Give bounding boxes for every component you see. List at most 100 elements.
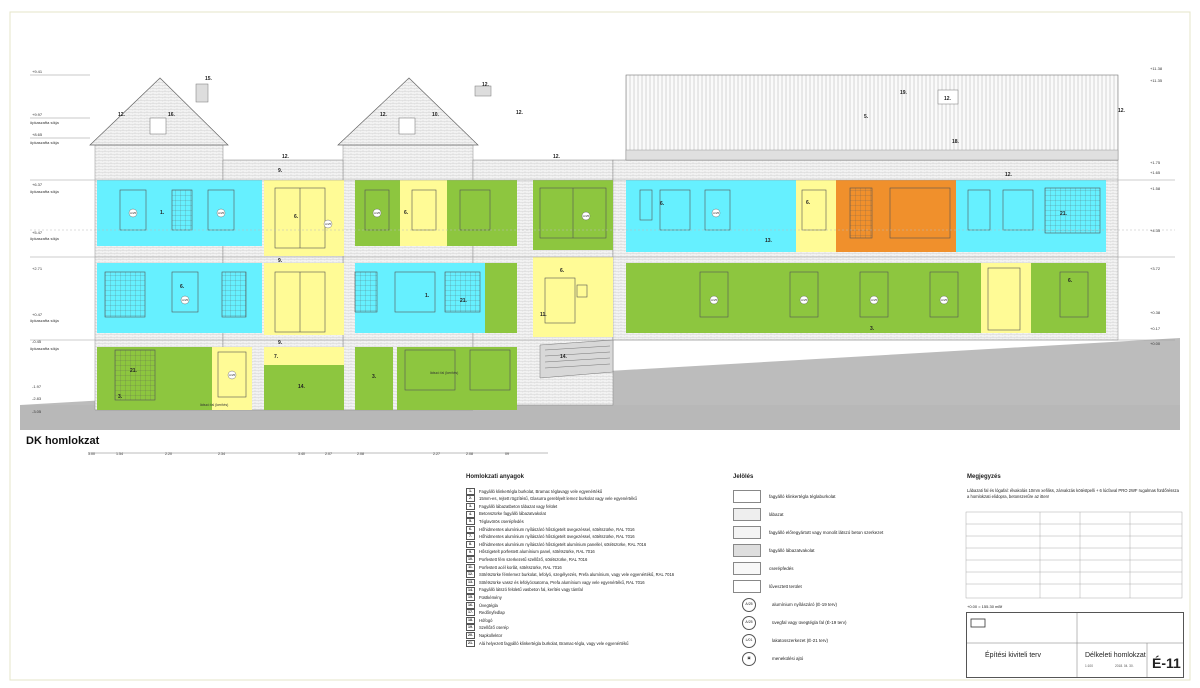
symbol-text: fagyálló klinkertégla téglaburkolat xyxy=(769,493,836,499)
material-text: Sötétszürke vassz és lefolyócsatorna, Pr… xyxy=(479,579,645,585)
svg-text:2.08: 2.08 xyxy=(357,452,364,456)
symbol-item: fagyálló klinkertégla téglaburkolat xyxy=(733,488,943,506)
chimney-middle xyxy=(474,85,492,97)
material-item: 4.Betonszürke fagyálló lábazatvakolat xyxy=(466,510,726,518)
title-block: Építési kiviteli terv Délkeleti homlokza… xyxy=(966,612,1184,678)
svg-text:-0.45: -0.45 xyxy=(32,339,42,344)
symbol-text: lábazat xyxy=(769,511,784,517)
svg-text:6.: 6. xyxy=(404,210,409,216)
material-item: 12.Sötétszürke fémlemez burkolat, lefoly… xyxy=(466,571,726,579)
project-title: Építési kiviteli terv xyxy=(985,652,1042,659)
svg-text:+11.38: +11.38 xyxy=(1150,66,1163,71)
material-number: 20. xyxy=(466,632,475,640)
svg-text:öpkaszafta síkja: öpkaszafta síkja xyxy=(30,120,59,125)
svg-text:5.: 5. xyxy=(864,114,869,120)
element-tags: 15. 12. 16. 1. 6. 6. 12. 9. 12. 10. 12. … xyxy=(118,76,1126,400)
materials-list: 1.Fagyálló klinkertégla burkolat, Bramac… xyxy=(466,487,726,647)
material-item: 2.15mm-es, rejtett rögzítésű, Glasurra g… xyxy=(466,495,726,503)
material-number: 21. xyxy=(466,639,475,647)
material-text: Hőhidmentes alumínium nyílászáró hőszige… xyxy=(479,541,647,547)
symbol-text: üvegfal vagy üvegtégla fal (É-19 terv) xyxy=(772,619,847,625)
symbol-item: cserépfedés xyxy=(733,560,943,578)
right-wing-roof xyxy=(625,74,1119,161)
svg-text:1.: 1. xyxy=(160,210,165,216)
svg-text:+3.72: +3.72 xyxy=(1150,266,1161,271)
svg-text:öpkaszafta síkja: öpkaszafta síkja xyxy=(30,346,59,351)
material-text: Fagyálló látszó felületű vasbeton fal, k… xyxy=(479,587,583,593)
materials-legend: Homlokzati anyagok 1.Fagyálló klinkertég… xyxy=(466,474,726,647)
tag-15: 15. xyxy=(205,76,213,82)
svg-text:21.: 21. xyxy=(1060,211,1068,217)
svg-text:16.: 16. xyxy=(168,112,176,118)
svg-text:12.: 12. xyxy=(380,112,388,118)
symbols-legend: Jelölés fagyálló klinkertégla téglaburko… xyxy=(733,474,943,668)
scale-note: +0.00 = 155.30 mBf xyxy=(967,604,1003,609)
svg-text:6.: 6. xyxy=(560,268,565,274)
symbol-text: lűvesztett terület xyxy=(769,583,802,589)
symbol-text: cserépfedés xyxy=(769,565,794,571)
symbols-list: fagyálló klinkertégla téglaburkolat lábaz… xyxy=(733,488,943,596)
entrance-stairs xyxy=(539,339,614,379)
svg-text:+1.65: +1.65 xyxy=(1150,170,1161,175)
symbol-glyph: A/25 xyxy=(742,615,756,630)
material-text: Porfestett acél korlát, sötétszürke, RAL… xyxy=(479,564,562,570)
svg-text:7.: 7. xyxy=(274,354,279,360)
svg-text:+4.35: +4.35 xyxy=(1150,228,1161,233)
svg-text:A/25: A/25 xyxy=(583,214,590,218)
material-text: Füstkémény xyxy=(479,594,502,600)
svg-text:A/25: A/25 xyxy=(713,211,720,215)
material-text: Hőhidmentes alumínium nyílászáró hőszige… xyxy=(479,526,635,532)
symbol-swatch xyxy=(733,562,761,575)
svg-text:3.: 3. xyxy=(372,374,377,380)
svg-text:+0.47: +0.47 xyxy=(32,312,43,317)
svg-text:10.: 10. xyxy=(432,112,440,118)
material-text: Sötétszürke fémlemez burkolat, lefolyó, … xyxy=(479,572,675,578)
chimney-left xyxy=(195,83,209,103)
svg-text:6.: 6. xyxy=(294,214,299,220)
material-item: 11.Porfestett acél korlát, sötétszürke, … xyxy=(466,563,726,571)
symbol-item: lábazat xyxy=(733,506,943,524)
svg-text:A/25: A/25 xyxy=(941,298,948,302)
svg-text:+5.47: +5.47 xyxy=(32,230,43,235)
sheet-number: É-11 xyxy=(1152,655,1181,671)
svg-text:12.: 12. xyxy=(516,110,524,116)
material-item: 21.Alá helyezett fagyálló klinkertégla b… xyxy=(466,639,726,647)
material-number: 1. xyxy=(466,487,475,495)
svg-text:A/25: A/25 xyxy=(871,298,878,302)
material-text: Betonszürke fagyálló lábazatvakolat xyxy=(479,511,546,517)
material-item: 5.Téglavörös cserépfedés xyxy=(466,518,726,526)
notes-title: Megjegyzés xyxy=(967,474,1001,480)
svg-text:A/25: A/25 xyxy=(374,211,381,215)
material-item: 16.Üvegtégla xyxy=(466,601,726,609)
material-text: Fagyálló lábazatbeton tábazat vagy felül… xyxy=(479,503,558,509)
svg-text:-3.05: -3.05 xyxy=(32,409,42,414)
material-item: 10.Porfestett fém szerkezetű szellőző, s… xyxy=(466,556,726,564)
svg-text:látszó fal (kerítés): látszó fal (kerítés) xyxy=(200,403,228,407)
svg-text:A/25: A/25 xyxy=(325,222,332,226)
material-item: 3.Fagyálló lábazatbeton tábazat vagy fel… xyxy=(466,502,726,511)
svg-text:3.40: 3.40 xyxy=(298,452,305,456)
material-text: Szellőző cserép xyxy=(479,625,509,631)
date-value: 2018. 04. 30. xyxy=(1115,664,1134,668)
material-item: 8.Hőhidmentes alumínium nyílászáró hőszi… xyxy=(466,540,726,549)
svg-text:A/25: A/25 xyxy=(711,298,718,302)
material-number: 10. xyxy=(466,556,475,564)
elevation-title: DK homlokzat xyxy=(26,435,100,447)
notes-grid xyxy=(965,511,1183,599)
symbol-text: menekülési ajtó xyxy=(772,655,804,661)
svg-text:6.: 6. xyxy=(806,200,811,206)
material-number: 7. xyxy=(466,533,475,541)
symbol-swatch xyxy=(733,490,761,503)
material-text: Téglavörös cserépfedés xyxy=(479,519,524,525)
svg-text:+0.38: +0.38 xyxy=(1150,310,1161,315)
svg-text:12.: 12. xyxy=(553,154,561,160)
svg-text:1.54: 1.54 xyxy=(116,452,123,456)
sheet-frame xyxy=(9,11,1191,681)
svg-text:2.08: 2.08 xyxy=(466,452,473,456)
material-text: Hófogó xyxy=(479,617,493,623)
level-markers-left: +9.41 +9.97 öpkaszafta síkja +8.65 öpkas… xyxy=(30,69,90,414)
material-text: Hőszigetelt porfestett alumínium panel, … xyxy=(479,549,595,555)
svg-text:+11.35: +11.35 xyxy=(1150,78,1163,83)
svg-text:+6.37: +6.37 xyxy=(32,182,43,187)
